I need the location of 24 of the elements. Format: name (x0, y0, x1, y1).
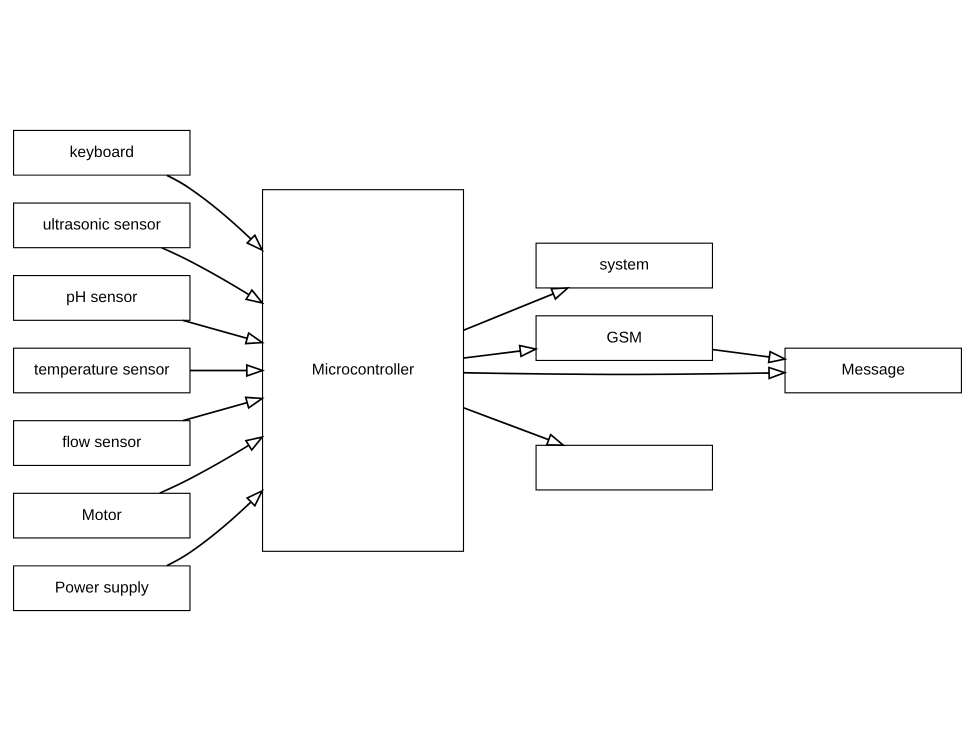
node-box: Microcontroller (261, 188, 464, 552)
arrow (182, 318, 264, 344)
node-box (535, 444, 713, 490)
node-box: Power supply (12, 564, 190, 611)
arrow (712, 348, 787, 364)
node-box: temperature sensor (12, 347, 190, 393)
node-box: GSM (535, 314, 713, 360)
node-box: system (535, 242, 713, 288)
node-box: Motor (12, 492, 190, 538)
node-box: pH sensor (12, 274, 190, 320)
arrow (166, 488, 264, 566)
node-box: keyboard (12, 129, 190, 176)
node-box: flow sensor (12, 420, 190, 466)
arrow (462, 286, 570, 330)
arrow (182, 396, 264, 422)
arrow (166, 174, 264, 252)
arrow (463, 366, 787, 380)
node-box: Message (784, 347, 962, 393)
arrow (190, 363, 264, 377)
arrow (462, 344, 538, 358)
arrow (158, 435, 264, 494)
arrow (462, 406, 566, 446)
node-box: ultrasonic sensor (12, 202, 190, 248)
arrow (160, 246, 264, 304)
